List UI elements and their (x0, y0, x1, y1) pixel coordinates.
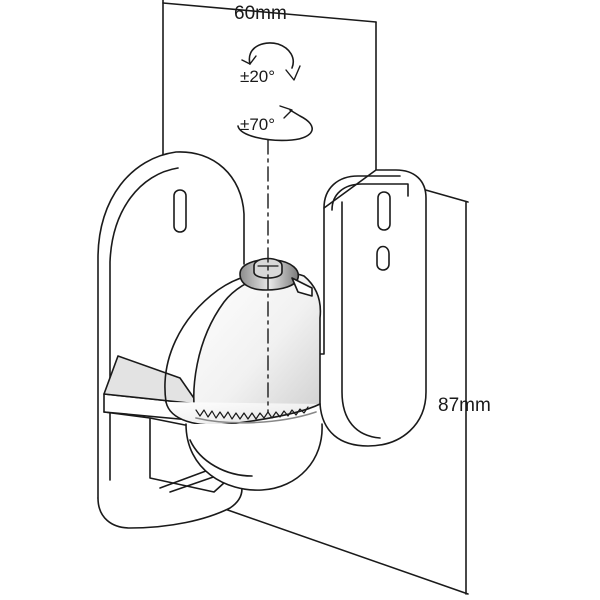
back-plate-keyhole-slot (173, 189, 187, 233)
ball-serrated-ring (195, 406, 309, 420)
screw-tab (291, 277, 313, 297)
swivel-rotation-arrow (237, 105, 313, 142)
tilt-rotation-arrow (241, 42, 301, 81)
ball-lower-hemisphere (185, 423, 323, 491)
height-extension-bottom (221, 507, 469, 595)
swivel-angle-label: ±70° (240, 115, 275, 134)
tilt-angle-label: ±20° (240, 67, 275, 86)
width-dimension (162, 0, 377, 171)
front-arm-slot (377, 191, 391, 231)
width-dimension-label: 60mm (234, 3, 287, 24)
height-dimension-label: 87mm (438, 395, 491, 416)
width-dimension-line (162, 2, 377, 23)
front-arm-hole (376, 245, 390, 271)
ball-joint (164, 272, 323, 491)
